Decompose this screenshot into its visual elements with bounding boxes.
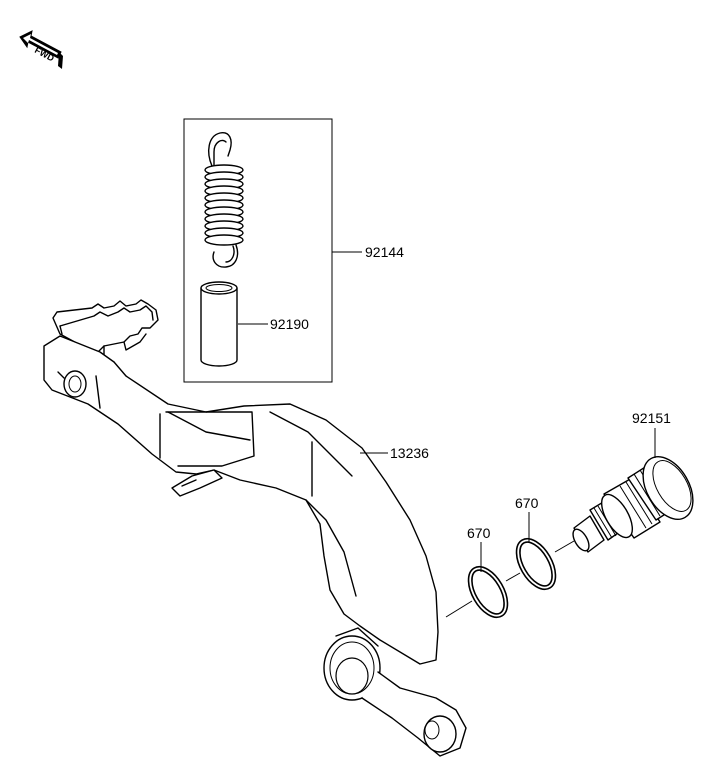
leader-lines bbox=[238, 251, 656, 618]
tension-spring-icon bbox=[204, 132, 244, 268]
part-number-13236: 13236 bbox=[390, 445, 429, 461]
o-ring-lower bbox=[467, 565, 509, 619]
part-number-92144: 92144 bbox=[365, 244, 404, 260]
fwd-indicator: FWD bbox=[19, 30, 63, 69]
part-number-670-upper: 670 bbox=[515, 495, 539, 511]
pivot-bolt-icon bbox=[572, 456, 694, 553]
axis-line-3 bbox=[554, 540, 575, 553]
part-labels: 92144 92190 13236 670 670 92151 bbox=[270, 244, 671, 541]
o-ring-icon bbox=[515, 537, 557, 591]
axis-line-2 bbox=[505, 572, 521, 582]
part-number-670-lower: 670 bbox=[467, 525, 491, 541]
brake-pedal-icon bbox=[43, 299, 467, 757]
forward-arrow-icon bbox=[19, 30, 63, 69]
part-number-92151: 92151 bbox=[632, 410, 671, 426]
o-ring-icon bbox=[467, 565, 509, 619]
axis-line-1 bbox=[445, 600, 473, 618]
collar-sleeve-icon bbox=[200, 281, 238, 367]
kit-box bbox=[183, 118, 333, 383]
o-ring-upper bbox=[515, 537, 557, 591]
part-number-92190: 92190 bbox=[270, 316, 309, 332]
